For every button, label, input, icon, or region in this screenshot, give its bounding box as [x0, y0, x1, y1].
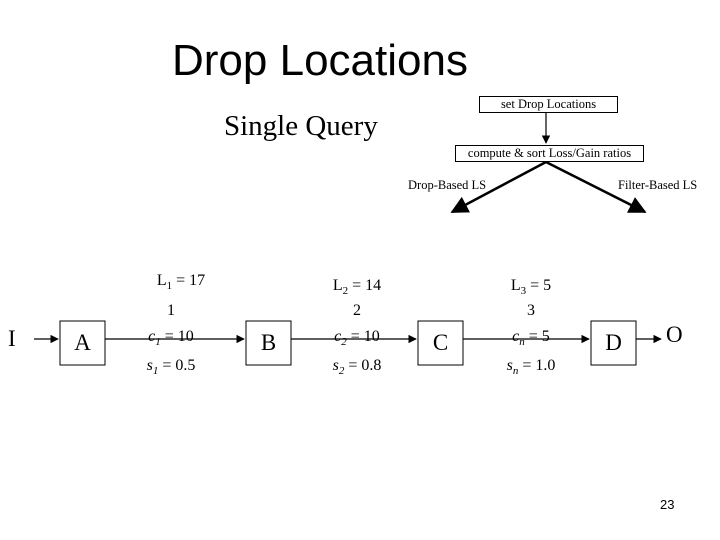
param-group-1-num: 1: [167, 302, 175, 319]
node-d-label: D: [605, 330, 622, 355]
param-group-3-c: cn = 5: [512, 328, 550, 349]
param-group-1-L: L1 = 17: [156, 272, 206, 293]
param-group-3-num: 3: [527, 302, 535, 319]
flow-box-set-drop-locations: set Drop Locations: [479, 96, 618, 113]
arrow-to-filter-based: [545, 160, 647, 214]
param-group-2-s: s2 = 0.8: [332, 357, 382, 378]
page-title: Drop Locations: [172, 36, 468, 85]
branch-label-drop-based: Drop-Based LS: [408, 178, 487, 192]
node-c-label: C: [432, 330, 449, 355]
node-b-label: B: [260, 330, 277, 355]
flow-box-compute-ratios: compute & sort Loss/Gain ratios: [455, 145, 644, 162]
node-box-d: [590, 320, 637, 366]
node-box-b: [245, 320, 292, 366]
param-group-3-L: L3 = 5: [510, 277, 552, 298]
page-number: 23: [660, 497, 675, 512]
param-group-2-num: 2: [353, 302, 361, 319]
input-label: I: [8, 326, 16, 351]
param-group-1-s: s1 = 0.5: [146, 357, 196, 378]
output-label: O: [666, 322, 683, 347]
param-group-1-c: c1 = 10: [148, 328, 194, 349]
node-a-label: A: [74, 330, 91, 355]
arrow-to-drop-based: [450, 160, 547, 214]
param-group-2-c: c2 = 10: [334, 328, 380, 349]
node-box-a: [59, 320, 106, 366]
param-group-3-s: sn = 1.0: [506, 357, 556, 378]
node-box-c: [417, 320, 464, 366]
page-subtitle: Single Query: [224, 110, 378, 142]
param-group-2-L: L2 = 14: [332, 277, 382, 298]
branch-label-filter-based: Filter-Based LS: [618, 178, 698, 192]
